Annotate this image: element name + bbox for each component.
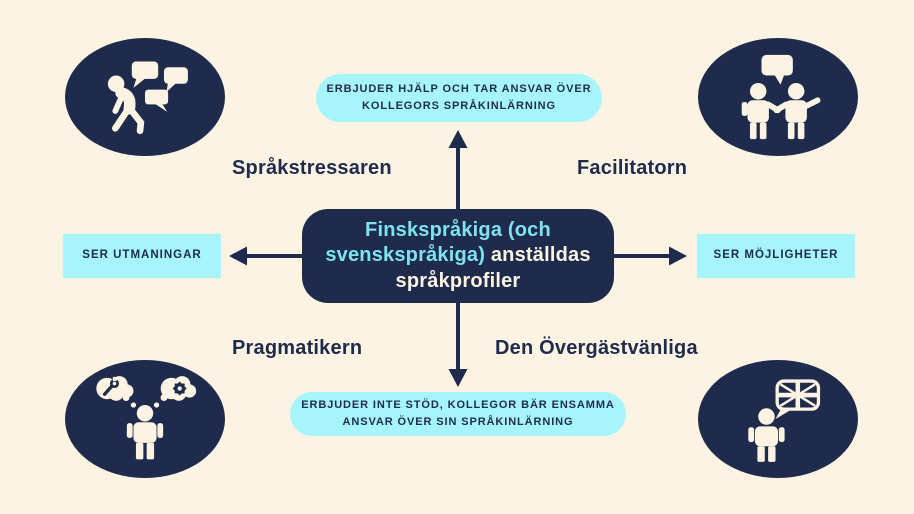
- stressed-walking-person-speech-bubbles-icon: [107, 61, 188, 135]
- quadrant-label-top-left: Språkstressaren: [232, 157, 392, 179]
- callout-top: ERBJUDER HJÄLP OCH TAR ANSVAR ÖVER KOLLE…: [316, 74, 602, 122]
- diagram-title: Finskspråkiga (och svenskspråkiga) anstä…: [325, 218, 590, 295]
- callout-top-line1: ERBJUDER HJÄLP OCH TAR ANSVAR ÖVER: [326, 82, 592, 95]
- callout-right-label: SER MÖJLIGHETER: [713, 249, 839, 262]
- quadrant-label-top-right: Facilitatorn: [577, 157, 688, 179]
- two-people-handshake-speech-bubble-icon: [741, 54, 821, 140]
- title-line1: Finskspråkiga (och: [365, 218, 551, 241]
- quadrant-label-bottom-left: Pragmatikern: [232, 337, 363, 359]
- diagram-title-box: Finskspråkiga (och svenskspråkiga) anstä…: [302, 209, 614, 303]
- person-uk-flag-speech-bubble-icon: [748, 379, 821, 462]
- callout-top-line2: KOLLEGORS SPRÅKINLÄRNING: [362, 100, 556, 112]
- callout-right: SER MÖJLIGHETER: [697, 234, 855, 278]
- title-line3: språkprofiler: [395, 269, 521, 292]
- person-thought-clouds-wrench-gear-icon: [96, 376, 197, 460]
- callout-bottom-line1: ERBJUDER INTE STÖD, KOLLEGOR BÄR ENSAMMA: [301, 398, 615, 411]
- title-line2-accent: svenskspråkiga): [325, 244, 486, 267]
- callout-bottom: ERBJUDER INTE STÖD, KOLLEGOR BÄR ENSAMMA…: [290, 392, 626, 436]
- callout-left: SER UTMANINGAR: [63, 234, 221, 278]
- quadrant-top-right-illustration: [698, 38, 858, 156]
- callout-bottom-line2: ANSVAR ÖVER SIN SPRÅKINLÄRNING: [342, 416, 574, 428]
- quadrant-top-left-illustration: [65, 38, 225, 156]
- title-line2-rest: anställdas: [485, 244, 591, 267]
- quadrant-label-bottom-right: Den Övergästvänliga: [495, 337, 698, 359]
- callout-left-label: SER UTMANINGAR: [82, 249, 202, 262]
- quadrant-bottom-right-illustration: [698, 360, 858, 478]
- quadrant-bottom-left-illustration: [65, 360, 225, 478]
